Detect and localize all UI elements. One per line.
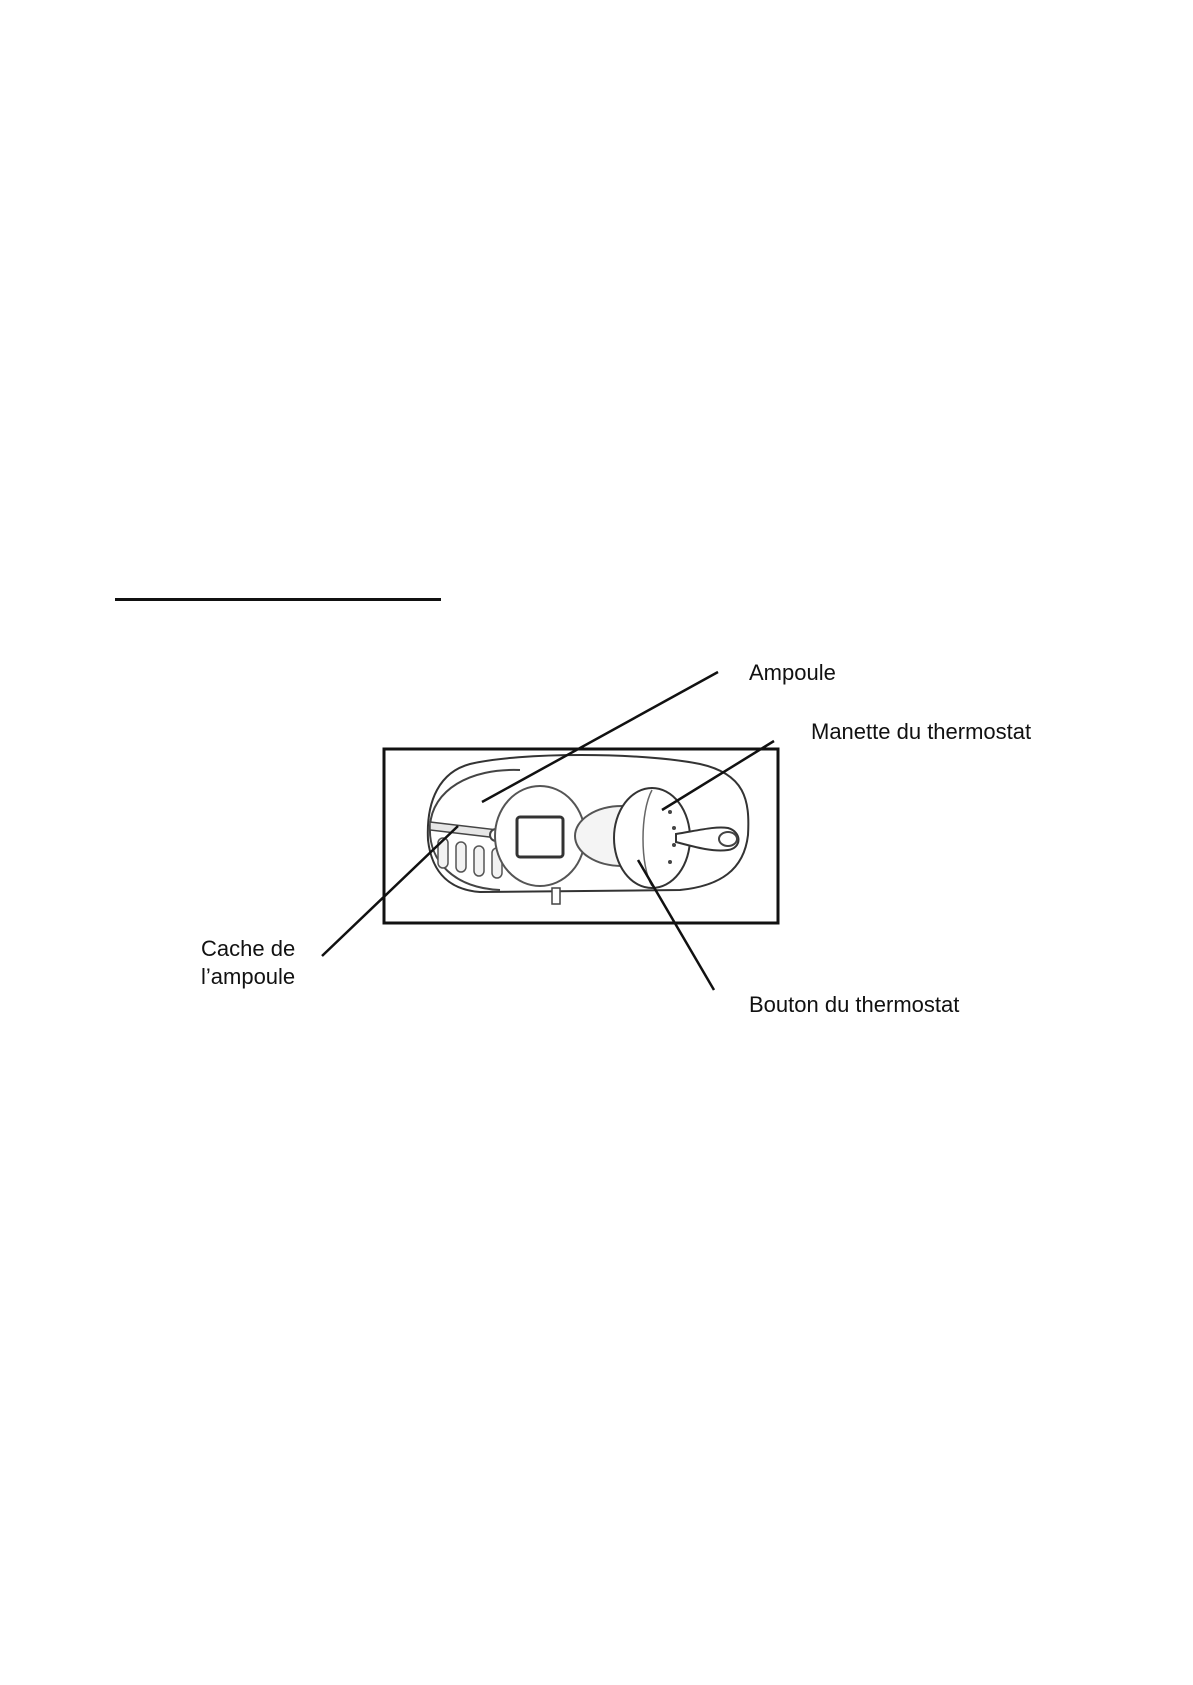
thermostat-lever-tip <box>719 832 737 846</box>
label-cache-ampoule-line2: l’ampoule <box>201 963 295 991</box>
label-cache-ampoule-line1: Cache de <box>201 935 295 963</box>
leader-line-cache <box>322 826 458 956</box>
label-cache-ampoule: Cache de l’ampoule <box>201 935 295 991</box>
bottom-connector <box>552 888 560 904</box>
label-bouton-thermostat: Bouton du thermostat <box>749 991 959 1019</box>
label-manette-thermostat: Manette du thermostat <box>811 718 1031 746</box>
label-ampoule: Ampoule <box>749 659 836 687</box>
lamp-window <box>517 817 563 857</box>
